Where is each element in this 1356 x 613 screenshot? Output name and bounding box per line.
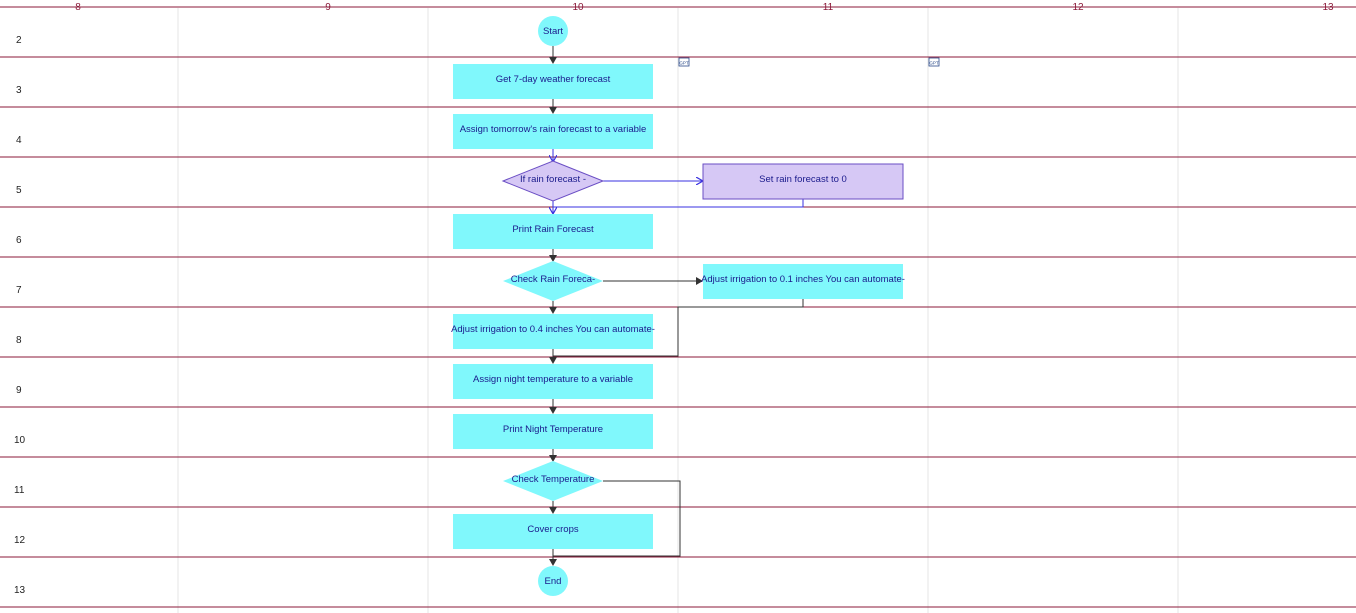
column-header: 8 9 10 11 12 13 — [75, 2, 1334, 13]
gpt-badge-label: GPT — [679, 61, 689, 66]
grid-rows — [0, 6, 1356, 608]
node-check-rain[interactable]: Check Rain Foreca- — [503, 261, 603, 301]
node-label: Set rain forecast to 0 — [759, 174, 847, 185]
process-box — [453, 214, 653, 249]
connector-check-temp-bypass[interactable] — [553, 480, 681, 557]
gpt-badge-label: GPT — [929, 61, 939, 66]
node-label: Get 7-day weather forecast — [496, 74, 611, 85]
node-label: Assign night temperature to a variable — [473, 374, 633, 385]
node-assign-night[interactable]: Assign night temperature to a variable — [453, 364, 653, 399]
row-label: 13 — [14, 585, 26, 596]
node-start[interactable]: Start — [538, 16, 568, 46]
badge: GPT — [678, 57, 690, 67]
node-label: If rain forecast - — [520, 174, 586, 185]
row-label: 11 — [14, 485, 25, 496]
connector-adjust01-merge[interactable] — [553, 299, 804, 357]
gpt-badge-icon — [928, 57, 940, 67]
decision-diamond — [501, 160, 605, 202]
process-box — [453, 114, 653, 149]
decision-diamond — [503, 261, 603, 301]
row-label: 9 — [16, 385, 22, 396]
node-label: Adjust irrigation to 0.1 inches You can … — [701, 274, 905, 285]
process-box — [453, 514, 653, 549]
node-adjust-04[interactable]: Adjust irrigation to 0.4 inches You can … — [451, 314, 655, 349]
node-label: Print Night Temperature — [503, 424, 603, 435]
node-adjust-01[interactable]: Adjust irrigation to 0.1 inches You can … — [701, 264, 905, 299]
column-label: 8 — [75, 2, 81, 13]
node-label: Check Temperature — [512, 474, 595, 485]
row-label: 5 — [16, 185, 22, 196]
badge: GPT — [928, 57, 940, 67]
node-check-temp[interactable]: Check Temperature — [503, 461, 603, 501]
row-label: 8 — [16, 335, 22, 346]
row-header: 2 3 4 5 6 7 8 9 10 11 12 13 — [14, 35, 26, 596]
end-circle — [538, 566, 568, 596]
row-label: 4 — [16, 135, 22, 146]
node-assign-rain[interactable]: Assign tomorrow's rain forecast to a var… — [453, 114, 653, 149]
node-set-rain-zero[interactable]: Set rain forecast to 0 — [702, 163, 904, 200]
column-label: 9 — [325, 2, 331, 13]
gpt-badge-icon — [678, 57, 690, 67]
column-label: 10 — [572, 2, 584, 13]
node-label: Start — [543, 26, 563, 37]
node-label: Check Rain Foreca- — [511, 274, 595, 285]
node-label: Print Rain Forecast — [512, 224, 594, 235]
process-box — [453, 314, 653, 349]
start-circle — [538, 16, 568, 46]
row-label: 7 — [16, 285, 22, 296]
process-box — [703, 264, 903, 299]
process-box — [453, 364, 653, 399]
process-box — [453, 64, 653, 99]
column-label: 13 — [1322, 2, 1334, 13]
node-label: Cover crops — [527, 524, 578, 535]
node-end[interactable]: End — [538, 566, 568, 596]
node-if-rain[interactable]: If rain forecast - — [501, 160, 605, 202]
row-label: 2 — [16, 35, 22, 46]
row-label: 12 — [14, 535, 26, 546]
node-label: Assign tomorrow's rain forecast to a var… — [460, 124, 647, 135]
node-print-rain[interactable]: Print Rain Forecast — [453, 214, 653, 249]
process-box — [702, 163, 904, 200]
process-box — [453, 414, 653, 449]
node-label: Adjust irrigation to 0.4 inches You can … — [451, 324, 655, 335]
node-get-forecast[interactable]: Get 7-day weather forecast — [453, 64, 653, 99]
row-label: 10 — [14, 435, 26, 446]
column-label: 11 — [823, 2, 834, 13]
node-label: End — [545, 576, 562, 587]
row-label: 6 — [16, 235, 22, 246]
node-print-night[interactable]: Print Night Temperature — [453, 414, 653, 449]
connector-set-merge[interactable] — [553, 199, 804, 208]
node-cover-crops[interactable]: Cover crops — [453, 514, 653, 549]
column-label: 12 — [1072, 2, 1084, 13]
decision-diamond — [503, 461, 603, 501]
row-label: 3 — [16, 85, 22, 96]
connectors — [549, 46, 804, 566]
